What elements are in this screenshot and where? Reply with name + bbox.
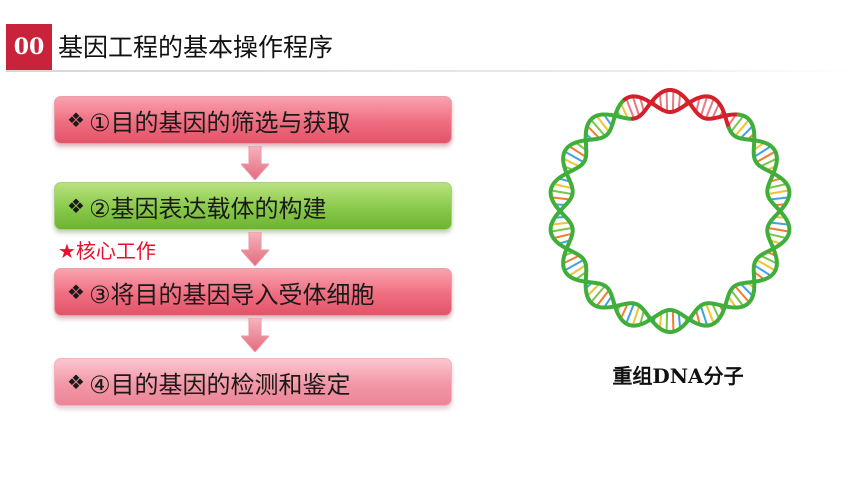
step-3-box: ❖ ③将目的基因导入受体细胞: [54, 268, 452, 316]
dna-base-pair: [760, 157, 778, 168]
dna-base-pair: [553, 182, 573, 190]
dna-base-pair: [586, 125, 601, 140]
dna-backbone: [558, 97, 627, 213]
dna-base-pair: [767, 232, 787, 240]
dna-base-pair: [551, 221, 571, 226]
dna-base-pair: [625, 303, 635, 324]
dna-base-pair: [760, 254, 778, 265]
diamond-bullet-icon: ❖: [67, 108, 85, 132]
page-title: 基因工程的基本操作程序: [58, 33, 334, 62]
down-arrow-icon: [241, 318, 269, 352]
dna-base-pair: [665, 310, 669, 332]
dna-ring-icon: [548, 87, 792, 335]
dna-base-pair: [625, 98, 635, 119]
dna-base-pair: [631, 305, 641, 326]
dna-base-pair: [755, 258, 776, 272]
slide-header: 00 基因工程的基本操作程序: [0, 0, 860, 72]
dna-base-pair: [671, 90, 675, 112]
dna-base-pair: [753, 264, 772, 277]
dna-base-pair: [677, 312, 682, 329]
down-arrow-icon: [241, 146, 269, 180]
dna-base-pair: [767, 189, 790, 196]
dna-base-pair: [595, 115, 610, 133]
dna-base-pair: [755, 150, 776, 164]
dna-backbone: [548, 112, 635, 213]
dna-base-pair: [705, 303, 715, 324]
dna-base-pair: [769, 221, 789, 226]
dna-base-pair: [699, 305, 709, 326]
dna-base-pair: [562, 157, 580, 168]
dna-base-pair: [730, 289, 745, 307]
dna-base-pair: [767, 182, 787, 190]
dna-base-pair: [550, 189, 573, 196]
section-number-badge: 00: [6, 24, 52, 70]
dna-base-pair: [705, 98, 715, 119]
dna-base-pair: [553, 232, 573, 240]
dna-base-pair: [769, 196, 789, 201]
step-3-label: ③将目的基因导入受体细胞: [88, 280, 375, 309]
dna-base-pair: [619, 303, 629, 320]
diamond-bullet-icon: ❖: [67, 194, 85, 218]
dna-backbone: [558, 112, 792, 328]
dna-base-pair: [564, 258, 585, 272]
dna-base-pair: [665, 90, 669, 112]
dna-base-pair: [619, 102, 629, 119]
dna-base-pair: [734, 285, 750, 304]
dna-base-pair: [739, 282, 754, 297]
diamond-bullet-icon: ❖: [67, 370, 85, 394]
dna-base-pair: [767, 226, 790, 233]
dna-base-pair: [631, 96, 641, 117]
diamond-bullet-icon: ❖: [67, 280, 85, 304]
dna-base-pair: [730, 115, 745, 133]
step-1-box: ❖ ①目的基因的筛选与获取: [54, 96, 452, 144]
dna-backbone: [630, 87, 741, 121]
dna-base-pair: [677, 93, 682, 110]
dna-base-pair: [753, 145, 772, 158]
step-4-label: ④目的基因的检测和鉴定: [88, 370, 351, 399]
step-2-label: ②基因表达载体的构建: [88, 194, 327, 223]
dna-caption: 重组DNA分子: [612, 364, 744, 388]
dna-base-pair: [550, 226, 573, 233]
dna-base-pair: [734, 118, 750, 137]
down-arrow-icon: [241, 232, 269, 266]
core-work-note: ★核心工作: [58, 239, 156, 263]
dna-base-pair: [658, 93, 663, 110]
dna-backbone: [548, 126, 792, 335]
step-1-label: ①目的基因的筛选与获取: [88, 108, 351, 137]
dna-base-pair: [568, 145, 587, 158]
dna-base-pair: [711, 102, 721, 119]
dna-base-pair: [562, 254, 580, 265]
dna-base-pair: [586, 282, 601, 297]
dna-base-pair: [699, 96, 709, 117]
dna-base-pair: [564, 150, 585, 164]
title-divider: [6, 70, 858, 72]
dna-base-pair: [671, 310, 675, 332]
dna-base-pair: [595, 289, 610, 307]
step-4-box: ❖ ④目的基因的检测和鉴定: [54, 358, 452, 406]
dna-base-pair: [568, 264, 587, 277]
dna-base-pair: [551, 196, 571, 201]
step-2-box: ❖ ②基因表达载体的构建: [54, 182, 452, 230]
dna-backbone: [622, 94, 732, 131]
dna-base-pair: [739, 125, 754, 140]
dna-base-pair: [711, 303, 721, 320]
dna-base-pair: [658, 312, 663, 329]
dna-ring-illustration: [538, 86, 802, 336]
dna-base-pair: [590, 118, 606, 137]
dna-base-pair: [590, 285, 606, 304]
